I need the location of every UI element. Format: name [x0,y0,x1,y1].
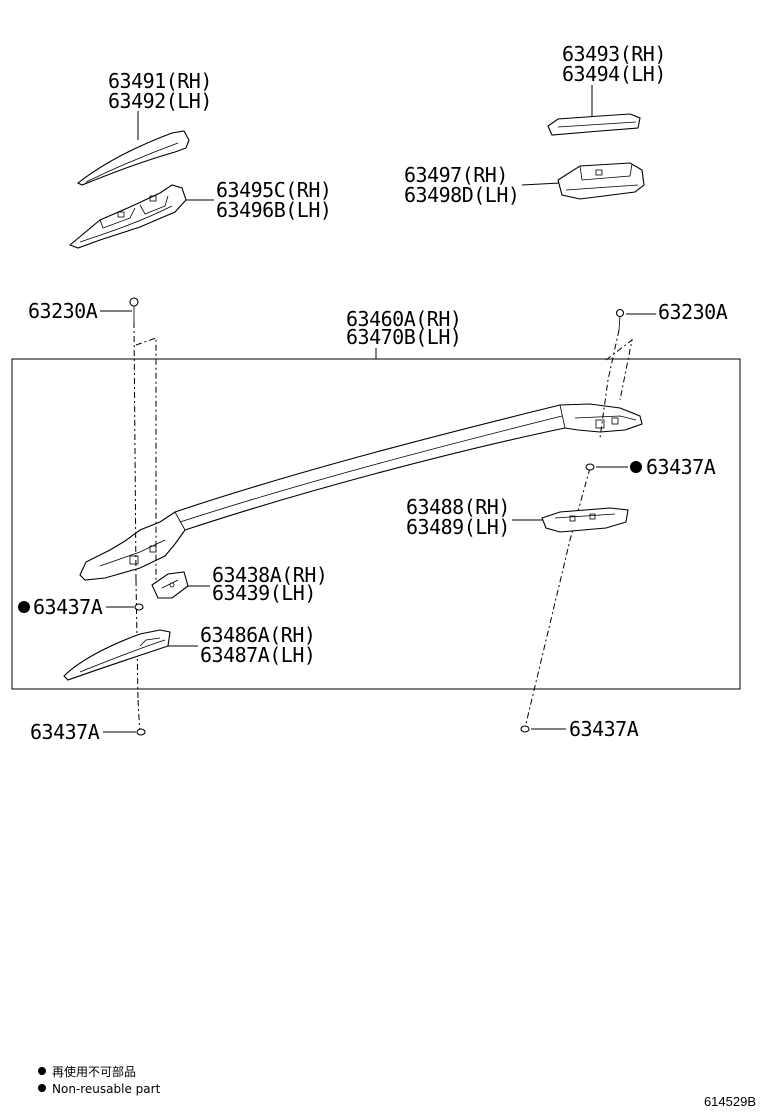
clip-upper-right[interactable] [585,463,595,471]
label-63488: 63488(RH) [406,495,510,519]
part-end-base-front[interactable] [68,184,187,249]
part-end-base-rear[interactable] [557,162,645,200]
part-bracket[interactable] [151,571,189,599]
label-63489: 63489(LH) [406,515,510,539]
clip-mid-left[interactable] [134,603,144,611]
clip-bottom-right[interactable] [520,725,530,733]
label-63437a-bottom-left: 63437A [30,720,100,744]
bolt-left[interactable] [129,297,139,322]
leader-63497 [521,182,561,186]
label-63470b: 63470B(LH) [346,325,461,349]
label-63230a-right: 63230A [658,300,728,324]
label-63491: 63491(RH) [108,69,212,93]
part-front-leg-cover[interactable] [63,629,171,681]
legend-non-reusable-jp: 再使用不可部品 [52,1064,136,1079]
label-63437a-upper-right: 63437A [646,455,716,479]
label-63439: 63439(LH) [212,581,316,605]
legend: 再使用不可部品 Non-reusable part [38,1064,161,1096]
assembly-frame [11,358,741,690]
label-63230a-left: 63230A [28,299,98,323]
part-roof-rail[interactable] [79,403,643,581]
label-63460a: 63460A(RH) [346,307,461,331]
clip-bottom-left[interactable] [136,728,146,736]
part-rear-leg-cover[interactable] [541,507,629,533]
label-63497: 63497(RH) [404,163,508,187]
diagram-code: 614529B [704,1094,756,1109]
label-63493: 63493(RH) [562,42,666,66]
label-63496b: 63496B(LH) [216,198,331,222]
legend-non-reusable-en: Non-reusable part [52,1082,161,1096]
label-63492: 63492(LH) [108,89,212,113]
part-end-cover-front[interactable] [76,130,190,186]
non-reusable-mark-mid-left [18,601,30,613]
label-63437a-bottom-right: 63437A [569,717,639,741]
legend-bullet-jp [38,1067,46,1075]
label-63438a: 63438A(RH) [212,563,327,587]
label-63494: 63494(LH) [562,62,666,86]
label-63487a: 63487A(LH) [200,643,315,667]
label-63495c: 63495C(RH) [216,178,331,202]
label-63498d: 63498D(LH) [404,183,519,207]
label-63486a: 63486A(RH) [200,623,315,647]
legend-bullet-en [38,1084,46,1092]
label-63437a-mid-left: 63437A [33,595,103,619]
part-end-cover-rear[interactable] [547,113,641,136]
bolt-right[interactable] [615,308,625,331]
non-reusable-mark-upper-right [630,461,642,473]
